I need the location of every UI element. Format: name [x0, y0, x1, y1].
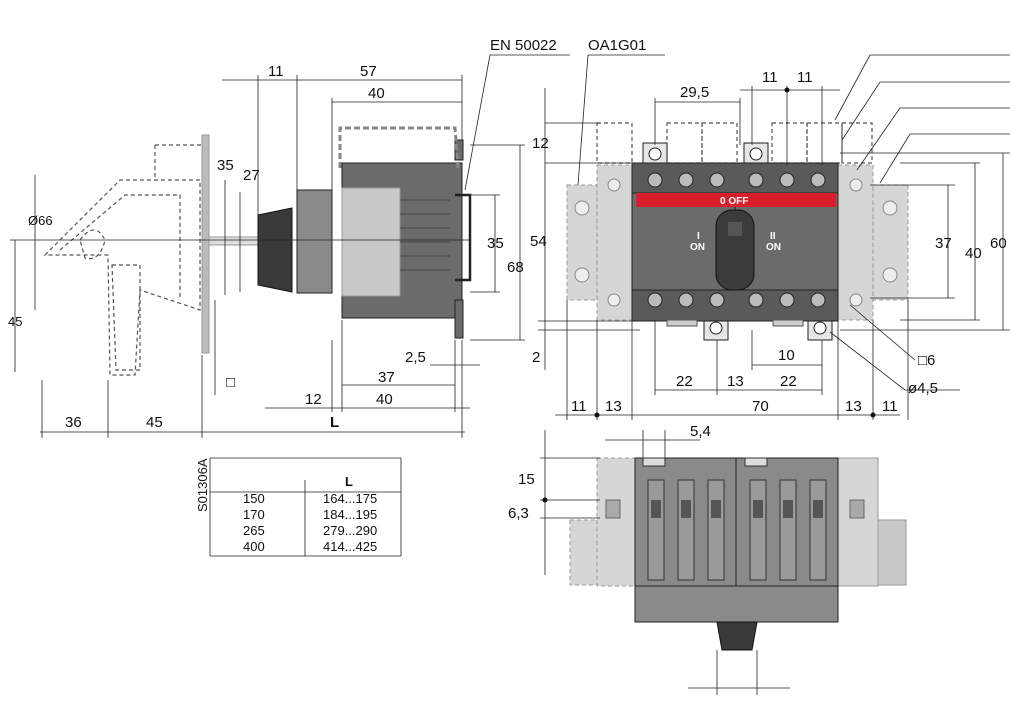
dim-5-4: 5,4: [690, 423, 711, 440]
top-view: 5,4 15 6,3: [508, 423, 907, 695]
table-row-2-b: 184...195: [323, 507, 377, 522]
top-aux-right-outer: [877, 519, 907, 586]
dim-40-bottom: 40: [376, 391, 393, 408]
dim-12-front: 12: [532, 135, 549, 152]
terminal-covers-dashed: [596, 122, 873, 164]
dim-15: 15: [518, 471, 535, 488]
dim-11-side: 11: [268, 63, 284, 80]
dim-68: 68: [507, 259, 524, 276]
dim-27: 27: [243, 167, 260, 184]
label-en50022: EN 50022: [490, 37, 557, 54]
handle-outline: [43, 144, 205, 376]
top-mechanism: [634, 585, 839, 623]
dim-11-right: 11: [882, 398, 898, 415]
table-row-4-b: 414...425: [323, 539, 377, 554]
dim-13-left: 13: [605, 398, 622, 415]
off-band: [636, 193, 836, 207]
dim-40-front: 40: [965, 245, 982, 262]
dim-66: Ø66: [28, 213, 53, 228]
dim-37-front: 37: [935, 235, 952, 252]
terminal-screws: [647, 172, 826, 308]
square-mark-side: □: [226, 374, 235, 391]
dim-2: 2: [532, 349, 540, 366]
label-pos-i-on: ON: [690, 242, 705, 253]
top-pole-contacts: [651, 500, 823, 518]
dim-2-5: 2,5: [405, 349, 426, 366]
dim-10: 10: [778, 347, 795, 364]
dim-70: 70: [752, 398, 769, 415]
table-row-1-a: 150: [243, 491, 265, 506]
dim-22-a: 22: [676, 373, 693, 390]
dim-13-mid: 13: [727, 373, 744, 390]
dim-11-front-b: 11: [797, 69, 813, 86]
label-pos-ii-on: ON: [766, 242, 781, 253]
dim-6-3: 6,3: [508, 505, 529, 522]
table-header-L: L: [345, 474, 353, 489]
dim-22-b: 22: [780, 373, 797, 390]
terminal-strip-top: [631, 162, 839, 194]
top-knob: [716, 621, 758, 651]
length-table: S01306A L 150 164...175 170 184...195 26…: [195, 457, 402, 557]
top-aux-left: [596, 457, 636, 587]
top-aux-right: [837, 457, 879, 587]
dim-11-front-a: 11: [762, 69, 778, 86]
dim-35-right: 35: [487, 235, 504, 252]
mount-tab: [454, 139, 464, 161]
front-dim-lines: [538, 54, 1010, 420]
dim-35-left: 35: [217, 157, 234, 174]
knob: [257, 207, 293, 293]
table-row-1-b: 164...175: [323, 491, 377, 506]
dim-12-side: 12: [305, 391, 322, 408]
label-oa1g01: OA1G01: [588, 37, 646, 54]
knob-collar: [296, 189, 333, 294]
dim-40-top: 40: [368, 85, 385, 102]
bottom-clip-right: [772, 319, 804, 327]
mount-foot: [454, 299, 464, 339]
top-aux-left-outer: [569, 519, 599, 586]
selector-lever: [715, 209, 755, 291]
body-fins: [400, 199, 450, 271]
dim-60: 60: [990, 235, 1007, 252]
table-row-2-a: 170: [243, 507, 265, 522]
table-row-3-b: 279...290: [323, 523, 377, 538]
dim-11-left: 11: [571, 398, 587, 415]
label-pos-i: I: [697, 231, 700, 242]
dim-36: 36: [65, 414, 82, 431]
side-dim-lines: [10, 54, 570, 438]
bottom-clip-left: [666, 319, 698, 327]
switch-body-window: [341, 187, 401, 297]
din-rail-clip: [455, 193, 472, 282]
label-pos-ii: II: [770, 231, 776, 242]
label-off: 0 OFF: [720, 196, 748, 207]
dim-45-left: 45: [8, 314, 22, 329]
top-dim-lines: [540, 430, 790, 695]
front-view: 0 OFF I ON II ON: [530, 37, 1010, 420]
dim-29-5: 29,5: [680, 84, 709, 101]
table-row-4-a: 400: [243, 539, 265, 554]
label-hole-4-5: ø4,5: [908, 380, 938, 397]
dim-57: 57: [360, 63, 377, 80]
dim-37-side: 37: [378, 369, 395, 386]
dim-45-bottom: 45: [146, 414, 163, 431]
terminal-strip-bottom: [631, 289, 839, 322]
dim-13-right: 13: [845, 398, 862, 415]
dim-L: L: [330, 414, 339, 431]
drawing-code: S01306A: [195, 458, 210, 512]
dim-54: 54: [530, 233, 547, 250]
side-view: 11 57 40 35 27 Ø66 45 35 68 2,5 37 12 40…: [8, 37, 570, 438]
label-square-6: □6: [918, 352, 935, 369]
shaft: [208, 236, 260, 246]
door-panel: [201, 134, 210, 354]
table-row-3-a: 265: [243, 523, 265, 538]
aux-screws: [574, 178, 898, 307]
